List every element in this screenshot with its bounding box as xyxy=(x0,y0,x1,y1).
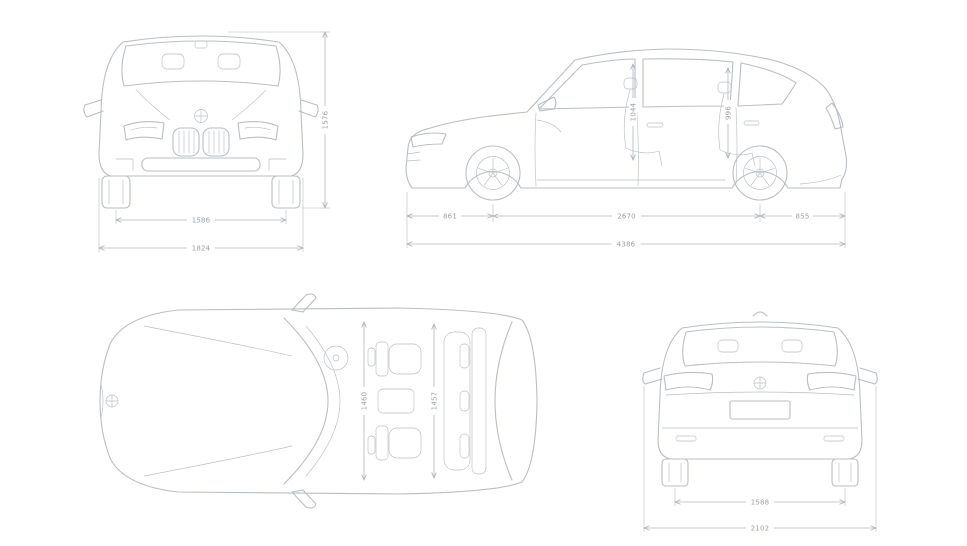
dim-label-front-track: 1586 xyxy=(192,217,211,225)
side-car-art xyxy=(405,48,848,201)
bmw-roundel-icon-rear xyxy=(753,376,767,390)
front-dimensions: 1586 1824 1576 xyxy=(99,32,330,253)
steering-wheel xyxy=(323,345,349,371)
license-plate-area xyxy=(729,400,791,420)
rear-wheels xyxy=(661,458,859,487)
windshield-arc xyxy=(283,317,329,485)
top-side-mirrors xyxy=(291,293,317,509)
rear-view-drawing: 1588 2102 xyxy=(642,311,878,533)
taillights xyxy=(663,371,857,391)
door-handles xyxy=(646,120,760,128)
side-view-drawing: 1044 996 861 2670 xyxy=(405,48,848,249)
dim-label-width-incl-mirrors: 2102 xyxy=(751,525,770,533)
tailgate-creases xyxy=(661,391,859,429)
roof-antenna-fin xyxy=(752,311,768,317)
side-dimensions: 1044 996 861 2670 xyxy=(407,64,845,249)
roof-front-edge xyxy=(305,325,341,477)
rear-window xyxy=(682,326,838,367)
rear-wheel xyxy=(732,145,788,201)
dim-label-wheelbase: 2670 xyxy=(617,213,636,221)
dimension-front-track: 1586 xyxy=(116,210,286,225)
dim-label-rear-interior-height: 996 xyxy=(725,106,733,120)
rear-car-art xyxy=(642,311,878,487)
front-headlights xyxy=(123,120,279,141)
dimension-overall-height: 1576 xyxy=(228,32,330,208)
front-headrests xyxy=(161,53,241,70)
dim-label-front-interior-width: 1460 xyxy=(361,392,369,411)
rear-body-outline xyxy=(657,321,863,460)
dim-label-rear-interior-width: 1457 xyxy=(431,392,439,411)
top-body-outline xyxy=(99,307,538,495)
hood-creases-top xyxy=(143,325,293,477)
front-view-drawing: 1586 1824 1576 xyxy=(83,12,330,253)
top-dimensions: 1460 1457 xyxy=(359,322,439,480)
nose-line xyxy=(100,383,104,419)
side-headlight xyxy=(410,132,447,148)
lower-intake xyxy=(141,157,261,172)
dimension-front-interior-width: 1460 xyxy=(359,322,369,480)
side-windows xyxy=(538,58,797,110)
dimension-width-incl-mirrors: 2102 xyxy=(644,386,876,533)
rearview-mirror xyxy=(194,40,208,49)
dim-label-front-interior-height: 1044 xyxy=(630,102,638,121)
front-grille-lines xyxy=(406,151,421,162)
front-windshield xyxy=(121,40,281,87)
side-mirror xyxy=(537,96,557,112)
rear-window-arc xyxy=(494,321,513,481)
dimension-overall-length: 4386 xyxy=(407,239,845,249)
bmw-roundel-icon-top xyxy=(105,394,119,408)
dim-label-overall-height: 1576 xyxy=(322,110,330,129)
dimension-rear-track: 1588 xyxy=(675,488,845,507)
hood-creases xyxy=(135,89,267,121)
dim-label-rear-overhang: 855 xyxy=(796,213,810,221)
dimension-overall-width: 1824 xyxy=(99,178,303,253)
dimension-rear-interior-width: 1457 xyxy=(429,324,439,478)
front-seats-top xyxy=(367,341,422,461)
dimension-rear-interior-height: 996 xyxy=(723,68,733,158)
front-wheel xyxy=(465,145,521,201)
kidney-grille xyxy=(172,127,230,157)
front-body-outline xyxy=(98,35,304,177)
dimension-rear-overhang: 855 xyxy=(760,211,845,221)
rear-headrests xyxy=(717,339,803,353)
dim-label-front-overhang: 861 xyxy=(443,213,457,221)
front-car-art xyxy=(83,35,319,209)
rear-dimensions: 1588 2102 xyxy=(644,386,876,533)
rear-bench-top xyxy=(443,327,487,475)
side-body-outline xyxy=(405,48,848,189)
dimension-wheelbase: 2670 xyxy=(493,211,760,221)
dimension-front-interior-height: 1044 xyxy=(628,64,638,160)
rear-bumper-crease xyxy=(799,174,842,185)
top-view-drawing: 1460 1457 xyxy=(99,293,538,509)
door-seams xyxy=(534,107,738,187)
dimension-front-overhang: 861 xyxy=(407,211,493,221)
dim-label-rear-track: 1588 xyxy=(751,499,770,507)
side-scoops xyxy=(115,158,287,172)
bmw-roundel-icon xyxy=(194,109,208,123)
bumper-reflectors xyxy=(675,435,845,442)
top-car-art xyxy=(99,293,538,509)
rear-side-mirrors xyxy=(642,367,878,385)
interior-seats xyxy=(536,77,756,167)
dim-label-overall-length: 4386 xyxy=(617,241,636,249)
dim-label-overall-width: 1824 xyxy=(192,245,211,253)
front-wheels xyxy=(101,175,301,209)
front-side-mirrors xyxy=(83,99,319,118)
side-taillight xyxy=(825,102,844,130)
